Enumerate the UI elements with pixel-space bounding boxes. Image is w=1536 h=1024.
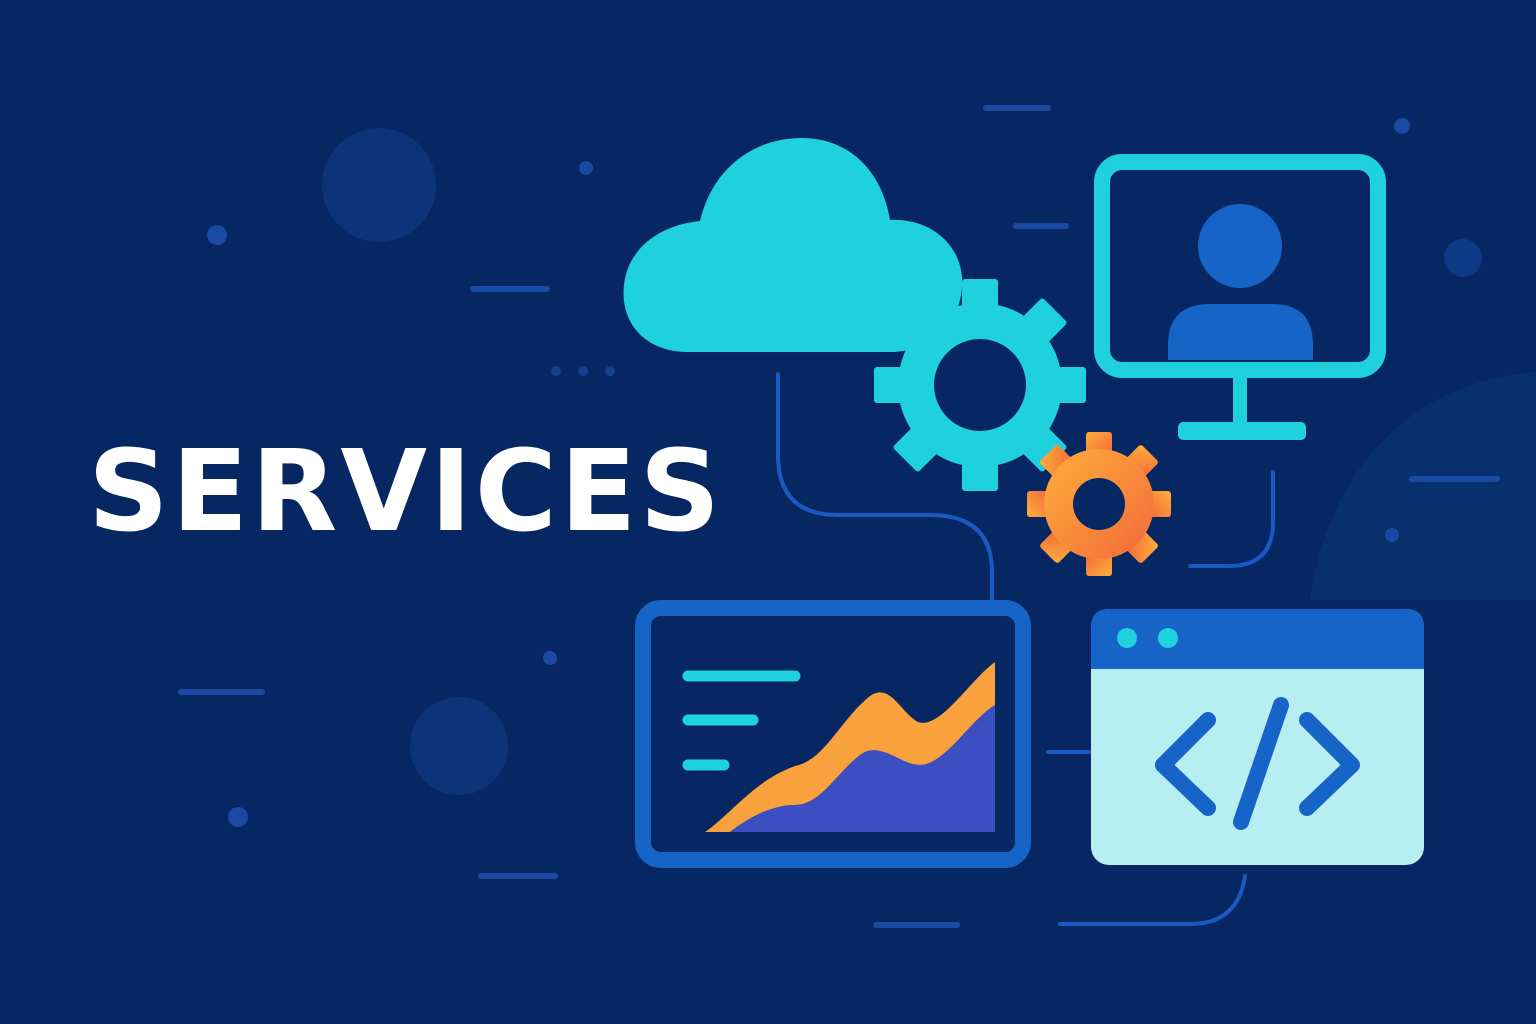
code-brackets-icon [1155, 697, 1360, 830]
window-dot-icon [1158, 628, 1178, 648]
analytics-chart-icon [635, 600, 1031, 868]
gear-icon [874, 279, 1086, 491]
user-avatar-icon [1198, 204, 1282, 288]
cloud-icon [623, 138, 963, 352]
chart-area-orange [705, 662, 995, 832]
code-window-icon [1091, 609, 1424, 865]
page-title: SERVICES [88, 427, 724, 557]
chart-area-blue [730, 705, 995, 832]
window-dot-icon [1117, 628, 1137, 648]
connector-lines [776, 372, 1275, 926]
gear-small-icon [1027, 432, 1171, 576]
monitor-user-icon [1094, 154, 1386, 440]
background-decor [178, 105, 1536, 928]
